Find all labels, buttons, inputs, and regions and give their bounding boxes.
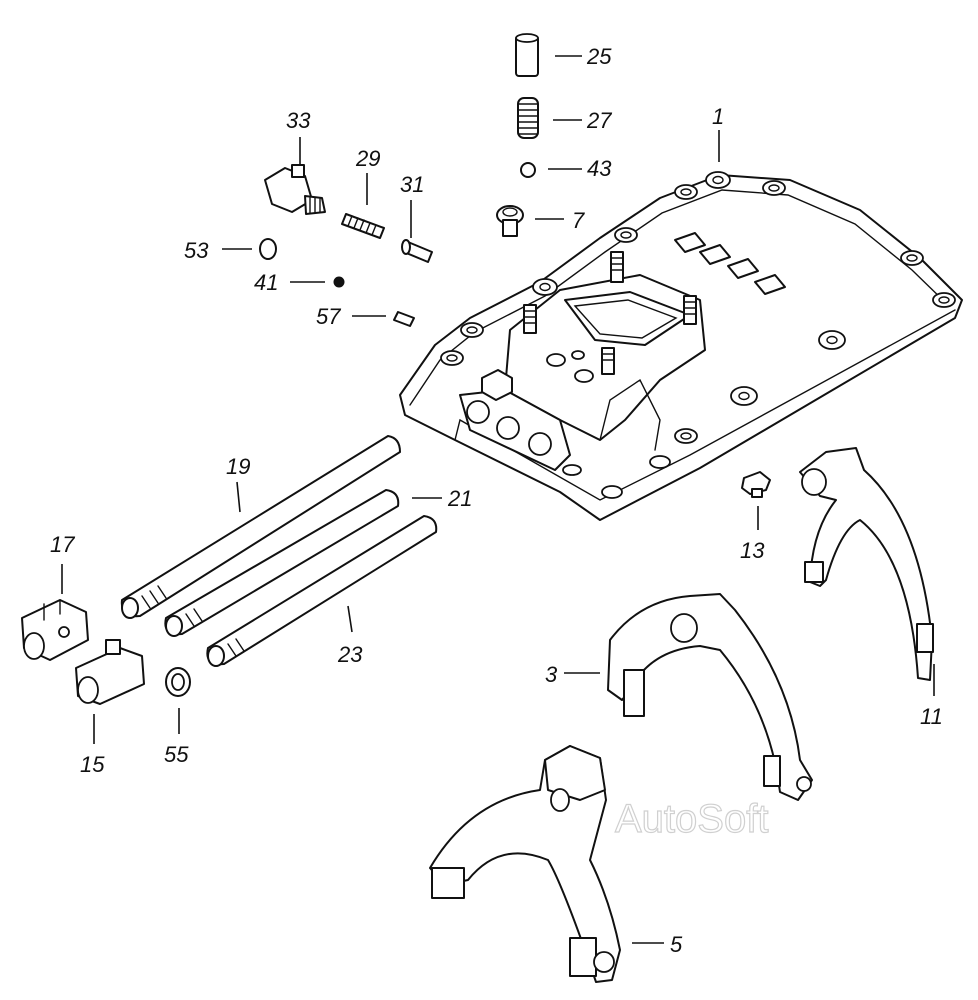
shift-fork-part-3 (607, 593, 813, 801)
callout-27: 27 (586, 108, 612, 133)
callout-3: 3 (545, 662, 558, 687)
sleeve-part-25 (515, 33, 539, 77)
callout-1: 1 (712, 104, 724, 129)
callout-17: 17 (50, 532, 75, 557)
shift-rod-part-23 (206, 515, 438, 667)
callout-21: 21 (447, 486, 472, 511)
callout-13: 13 (740, 538, 765, 563)
head-part-17 (21, 599, 89, 661)
washer-part-53 (259, 238, 277, 260)
callout-11: 11 (920, 704, 943, 729)
callout-55: 55 (164, 742, 189, 767)
callout-43: 43 (587, 156, 612, 181)
callout-53: 53 (184, 238, 209, 263)
plug-part-7 (496, 205, 524, 237)
ball-part-43 (520, 162, 536, 178)
switch-part-33 (264, 164, 326, 215)
washer-part-55 (165, 667, 191, 697)
callout-5: 5 (670, 932, 683, 957)
callout-15: 15 (80, 752, 105, 777)
shift-rod-part-19 (120, 435, 401, 619)
callout-31: 31 (400, 172, 424, 197)
callout-25: 25 (586, 44, 612, 69)
callout-19: 19 (226, 454, 250, 479)
head-part-15 (75, 639, 145, 705)
pin-part-57 (393, 311, 415, 327)
callout-29: 29 (355, 146, 380, 171)
bolt-part-13 (741, 471, 771, 498)
callout-33: 33 (286, 108, 311, 133)
shift-rod-part-21 (164, 489, 400, 637)
housing-cover-part-1 (399, 171, 963, 521)
spring-part-29 (341, 213, 385, 239)
callout-41: 41 (254, 270, 278, 295)
callout-7: 7 (572, 208, 585, 233)
shift-fork-part-11 (799, 447, 934, 681)
spring-part-27 (517, 97, 539, 139)
pin-part-31 (401, 239, 433, 263)
callout-23: 23 (337, 642, 363, 667)
callout-labels: 1 3 5 7 11 13 15 17 19 21 23 25 27 29 31… (50, 44, 943, 957)
ball-part-41 (333, 276, 345, 288)
leader-lines (61, 55, 935, 944)
watermark-text: AutoSoft (615, 797, 768, 841)
shift-fork-part-5 (429, 745, 621, 983)
callout-57: 57 (316, 304, 341, 329)
